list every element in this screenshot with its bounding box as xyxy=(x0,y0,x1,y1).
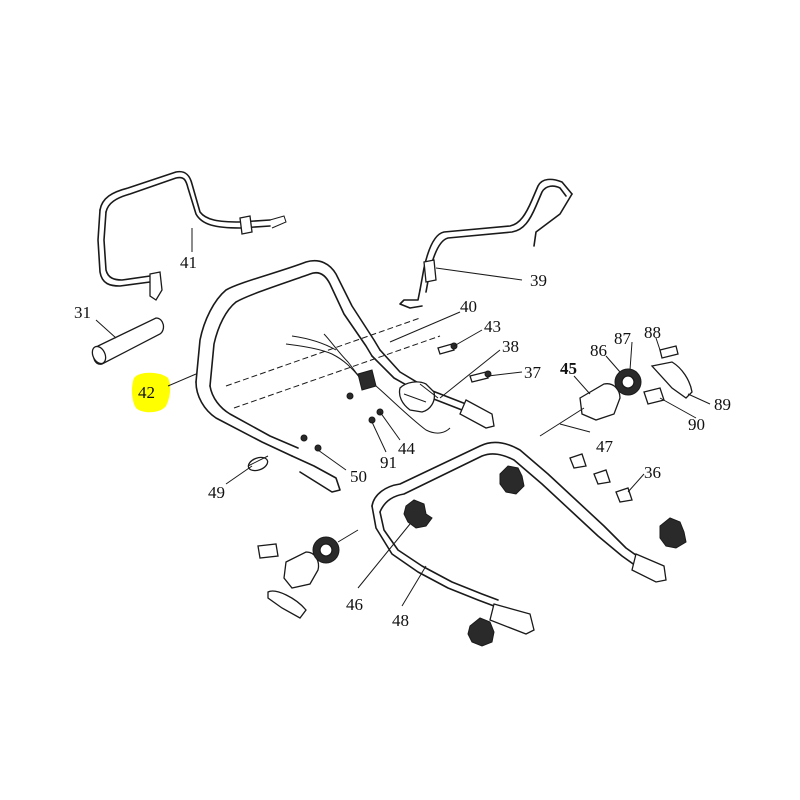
label-87: 87 xyxy=(614,329,632,348)
label-31: 31 xyxy=(74,303,91,322)
label-36: 36 xyxy=(644,463,661,482)
part-adjuster-left xyxy=(257,529,359,619)
label-39: 39 xyxy=(530,271,547,290)
label-38: 38 xyxy=(502,337,519,356)
label-90: 90 xyxy=(688,415,705,434)
part-42-upper-handle xyxy=(195,259,495,493)
label-50: 50 xyxy=(350,467,367,486)
label-40: 40 xyxy=(460,297,477,316)
label-47: 47 xyxy=(596,437,614,456)
label-49: 49 xyxy=(208,483,225,502)
label-88: 88 xyxy=(644,323,661,342)
label-48: 48 xyxy=(392,611,409,630)
label-37: 37 xyxy=(524,363,542,382)
label-42: 42 xyxy=(138,383,155,402)
part-45-adjuster-right xyxy=(539,345,693,437)
label-43: 43 xyxy=(484,317,501,336)
part-46-knobs xyxy=(403,465,687,647)
part-31-grip xyxy=(91,317,165,365)
part-39-bail-bar xyxy=(399,178,573,309)
part-labels: 41 39 31 42 40 43 38 37 44 91 50 49 46 4… xyxy=(74,253,731,630)
leader-lines xyxy=(95,228,711,607)
label-41: 41 xyxy=(180,253,197,272)
part-48-lower-handle xyxy=(371,441,667,635)
part-38-lever xyxy=(398,381,439,413)
label-45: 45 xyxy=(560,359,577,378)
label-46: 46 xyxy=(346,595,363,614)
label-89: 89 xyxy=(714,395,731,414)
part-41-bail-bar xyxy=(97,170,287,301)
part-49-clip xyxy=(247,455,269,472)
highlight-42 xyxy=(131,372,171,413)
label-91: 91 xyxy=(380,453,397,472)
label-44: 44 xyxy=(398,439,416,458)
label-86: 86 xyxy=(590,341,607,360)
part-40-cable xyxy=(285,333,451,434)
part-36-clips xyxy=(569,453,633,503)
